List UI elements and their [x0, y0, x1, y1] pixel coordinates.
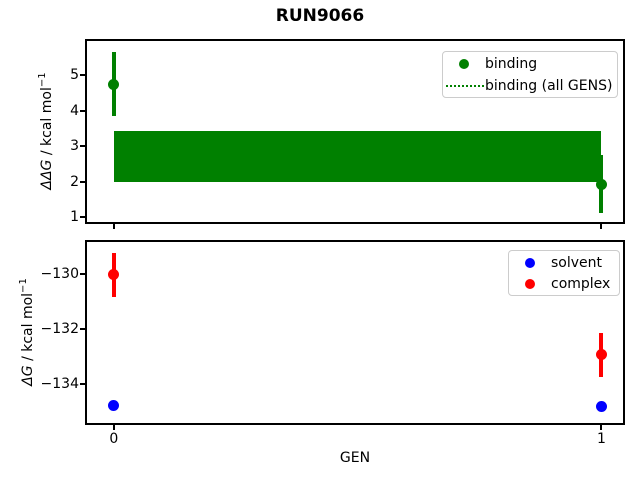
data-point-binding	[108, 78, 120, 90]
legend-dotted-line-icon	[446, 85, 484, 87]
y-tick	[80, 145, 85, 148]
data-point-complex	[595, 349, 607, 361]
x-tick	[600, 224, 603, 229]
legend	[442, 51, 618, 98]
legend-label: binding (all GENS)	[485, 78, 613, 94]
y-tick-label: −134	[40, 376, 79, 393]
axes-bottom	[85, 240, 625, 425]
y-tick-label: −132	[40, 321, 79, 338]
y-axis-label-top: ΔΔG / kcal mol−1	[37, 72, 55, 189]
axes-top	[85, 39, 625, 224]
legend-dot-icon	[525, 258, 535, 268]
confidence-band	[113, 131, 602, 182]
y-tick-label: 4	[70, 102, 79, 119]
x-tick-label: 0	[109, 431, 119, 447]
y-tick-label: 3	[70, 138, 79, 155]
y-tick-label: −130	[40, 266, 79, 283]
x-tick	[600, 425, 603, 430]
x-axis-label: GEN	[339, 450, 371, 466]
x-tick	[112, 425, 115, 430]
y-tick-label: 1	[70, 209, 79, 226]
data-point-complex	[108, 269, 120, 281]
legend-label: complex	[551, 276, 611, 292]
y-tick	[80, 383, 85, 386]
data-point-solvent	[108, 399, 120, 411]
y-tick	[80, 273, 85, 276]
legend-label: solvent	[551, 255, 603, 271]
y-tick-label: 2	[70, 173, 79, 190]
legend-dot-icon	[459, 59, 469, 69]
data-point-binding	[595, 178, 607, 190]
legend-label: binding	[485, 56, 538, 72]
data-point-solvent	[595, 400, 607, 412]
figure-title: RUN9066	[275, 6, 365, 26]
y-tick	[80, 109, 85, 112]
legend-dot-icon	[525, 279, 535, 289]
x-tick-label: 1	[597, 431, 606, 447]
x-tick	[112, 224, 115, 229]
legend	[508, 250, 620, 296]
y-tick	[80, 328, 85, 331]
y-tick	[80, 74, 85, 77]
y-tick-label: 5	[70, 67, 79, 84]
y-tick	[80, 180, 85, 183]
y-tick	[80, 216, 85, 219]
